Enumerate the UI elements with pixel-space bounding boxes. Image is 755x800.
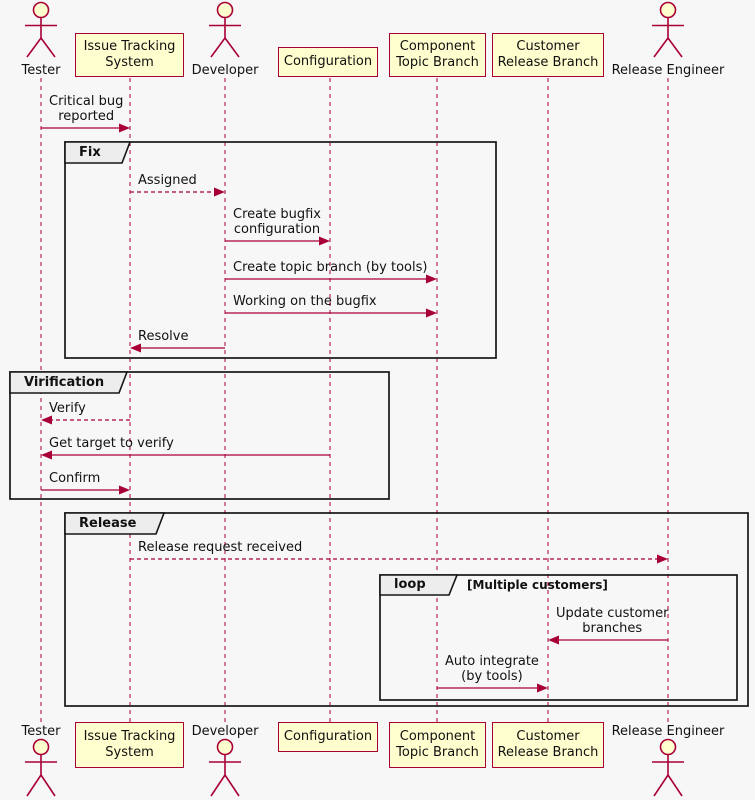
message-working-on-the-bugfix: Working on the bugfix	[233, 294, 377, 309]
frame-label-release: Release	[79, 516, 137, 531]
frame-loop-border	[379, 574, 738, 701]
message-assigned: Assigned	[138, 173, 197, 188]
message-critical-bug-reported: Critical bug reported	[49, 94, 124, 124]
actor-head	[659, 1, 677, 19]
frame-virification-border	[9, 371, 390, 500]
message-verify: Verify	[49, 401, 86, 416]
arrow-verify	[41, 415, 130, 425]
actor-head	[32, 1, 50, 19]
actor-figure-tester-bottom	[25, 738, 57, 797]
arrow-critical-bug-reported	[41, 123, 130, 133]
arrow-create-topic-branch	[225, 274, 437, 284]
actor-figure-release-engineer-top	[652, 1, 684, 58]
participant-box-customer-release-branch-top: Customer Release Branch	[492, 33, 604, 77]
message-create-topic-branch: Create topic branch (by tools)	[233, 260, 428, 275]
frame-label-virification: Virification	[24, 375, 105, 390]
message-update-customer-branches: Update customer branches	[556, 606, 669, 636]
actor-head	[32, 738, 50, 756]
message-create-bugfix-configuration: Create bugfix configuration	[233, 207, 321, 237]
actor-label-release-engineer-bottom: Release Engineer	[611, 724, 725, 739]
frame-release-tab	[64, 512, 166, 535]
frame-fix-tab	[64, 141, 132, 164]
actor-figure-developer-top	[209, 1, 241, 58]
message-auto-integrate: Auto integrate (by tools)	[445, 654, 539, 684]
frame-loop	[379, 574, 738, 701]
actor-body	[209, 754, 241, 797]
arrow-get-target-to-verify	[41, 450, 330, 460]
arrow-working-on-the-bugfix	[225, 308, 437, 318]
arrow-create-bugfix-configuration	[225, 236, 330, 246]
actor-body	[652, 754, 684, 797]
participant-box-configuration-top: Configuration	[278, 47, 378, 77]
message-release-request-received: Release request received	[138, 540, 303, 555]
message-confirm: Confirm	[49, 471, 101, 486]
participant-box-configuration-bottom: Configuration	[278, 722, 378, 752]
actor-head	[216, 1, 234, 19]
actor-body	[209, 17, 241, 58]
participant-box-component-topic-branch-bottom: Component Topic Branch	[389, 722, 486, 768]
actor-label-release-engineer-top: Release Engineer	[611, 63, 725, 78]
participant-box-issue-tracking-system-bottom: Issue Tracking System	[75, 722, 184, 768]
message-resolve: Resolve	[138, 329, 189, 344]
frame-label-fix: Fix	[79, 145, 101, 160]
lifelines	[40, 78, 669, 722]
arrow-update-customer-branches	[548, 635, 668, 645]
frame-fix	[64, 141, 497, 359]
message-get-target-to-verify: Get target to verify	[49, 436, 174, 451]
actor-label-tester-bottom: Tester	[21, 724, 61, 739]
actor-body	[25, 17, 57, 58]
actor-label-developer-bottom: Developer	[191, 724, 259, 739]
participant-box-customer-release-branch-bottom: Customer Release Branch	[492, 722, 604, 768]
frame-label-loop: loop	[394, 577, 426, 592]
arrow-assigned	[130, 187, 225, 197]
loop-condition-label: [Multiple customers]	[467, 578, 608, 592]
arrow-resolve	[130, 343, 225, 353]
frame-virification-tab	[9, 371, 129, 394]
actor-label-tester-top: Tester	[21, 63, 61, 78]
actor-head	[659, 738, 677, 756]
participant-box-component-topic-branch-top: Component Topic Branch	[389, 33, 486, 77]
actor-label-developer-top: Developer	[191, 63, 259, 78]
frame-loop-tab	[379, 574, 459, 596]
actor-body	[25, 754, 57, 797]
frame-release	[64, 512, 749, 707]
actor-figure-tester-top	[25, 1, 57, 58]
frame-release-border	[64, 512, 749, 707]
actor-figure-release-engineer-bottom	[652, 738, 684, 797]
frame-virification	[9, 371, 390, 500]
arrow-confirm	[41, 485, 130, 495]
actor-figure-developer-bottom	[209, 738, 241, 797]
actor-body	[652, 17, 684, 58]
participant-box-issue-tracking-system-top: Issue Tracking System	[75, 33, 184, 77]
arrow-auto-integrate	[437, 683, 548, 693]
arrow-release-request-received	[130, 554, 668, 564]
actor-head	[216, 738, 234, 756]
frame-fix-border	[64, 141, 497, 359]
